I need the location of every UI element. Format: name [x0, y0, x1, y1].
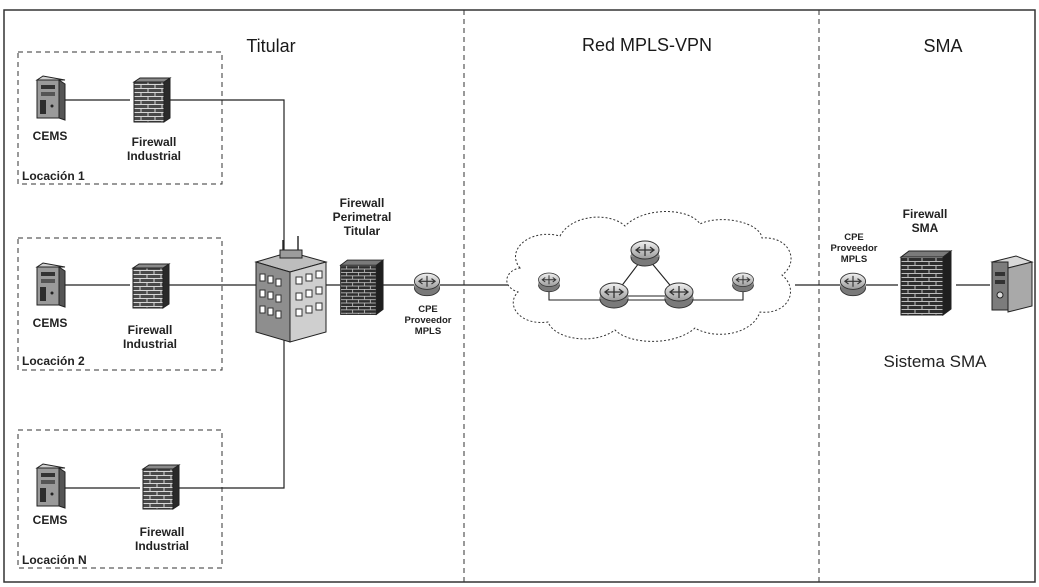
firewall-icon-2: [132, 263, 170, 309]
mpls-router-mid-left-icon: [599, 282, 629, 309]
cpe-titular-router-icon: [413, 272, 441, 297]
perimeter-firewall-icon: [340, 259, 384, 315]
firewall-label-2: Firewall Industrial: [122, 323, 177, 351]
cpe-sma-router-icon: [839, 272, 867, 297]
mpls-router-mid-right-icon: [664, 282, 694, 309]
location-1-label: Locación 1: [22, 169, 85, 183]
cems-server-icon-2: [36, 262, 66, 308]
sma-firewall-label: Firewall SMA: [902, 207, 948, 235]
location-n-box: [17, 429, 223, 569]
location-n-label: Locación N: [22, 553, 87, 567]
diagram-frame: [3, 9, 1036, 583]
section-sma-title: SMA: [923, 36, 963, 56]
cems-label-1: CEMS: [32, 129, 68, 143]
sistema-sma-label: Sistema SMA: [883, 352, 987, 371]
cems-server-icon-n: [36, 463, 66, 509]
cpe-sma-label: CPE Proveedor MPLS: [830, 232, 878, 265]
perimeter-firewall-label: Firewall Perimetral Titular: [332, 196, 392, 238]
sma-firewall-icon: [900, 250, 952, 316]
firewall-icon-1: [133, 77, 171, 123]
cpe-titular-label: CPE Proveedor MPLS: [404, 304, 452, 337]
firewall-label-1: Firewall Industrial: [126, 135, 181, 163]
firewall-icon-n: [142, 464, 180, 510]
cems-label-2: CEMS: [32, 316, 68, 330]
section-mpls-title: Red MPLS-VPN: [581, 35, 713, 55]
section-titular-title: Titular: [246, 36, 296, 56]
cems-server-icon-1: [36, 75, 66, 121]
mpls-cloud-icon: [506, 211, 792, 342]
location-2-label: Locación 2: [22, 354, 85, 368]
mpls-router-right-icon: [732, 272, 754, 293]
mpls-router-top-icon: [630, 240, 660, 267]
location-2-box: [17, 237, 223, 371]
sma-server-icon: [990, 255, 1034, 313]
building-icon: [254, 236, 328, 343]
mpls-router-left-icon: [538, 272, 560, 293]
location-1-box: [17, 51, 223, 185]
firewall-label-n: Firewall Industrial: [134, 525, 189, 553]
cems-label-n: CEMS: [32, 513, 68, 527]
